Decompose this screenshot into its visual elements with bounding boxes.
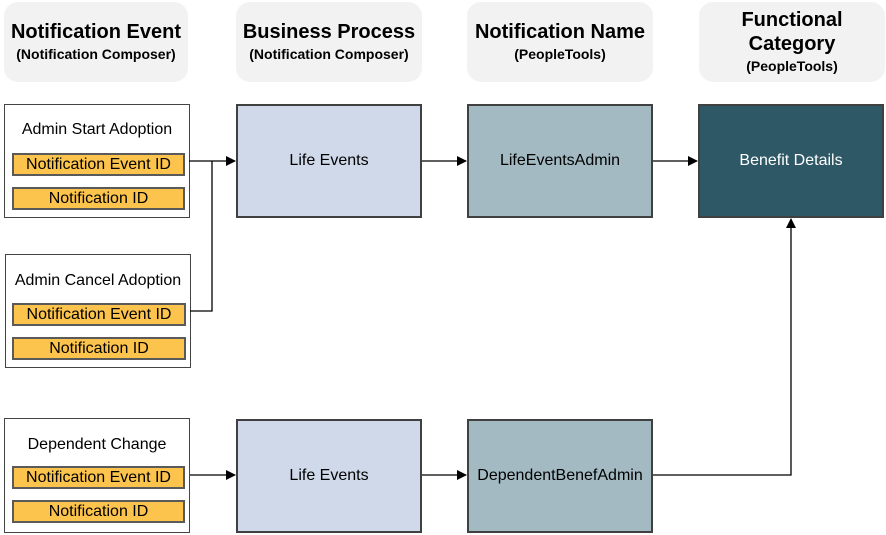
header-business-process: Business Process (Notification Composer) [236,2,422,82]
notification-id-field: Notification ID [12,337,186,360]
header-notification-name: Notification Name (PeopleTools) [467,2,653,82]
header-title: Notification Event [10,21,181,43]
header-title: Functional Category [741,9,843,55]
notification-id-field: Notification ID [12,187,185,210]
event-admin-start-adoption: Admin Start Adoption Notification Event … [4,104,190,218]
business-process-life-events: Life Events [236,419,422,533]
event-title: Admin Cancel Adoption [14,272,182,289]
event-title: Dependent Change [27,436,167,453]
notification-event-id-field: Notification Event ID [12,153,185,176]
header-title: Notification Name [474,21,646,43]
header-subtitle: (Notification Composer) [249,46,409,62]
header-functional-category: Functional Category (PeopleTools) [699,2,885,82]
functional-category-benefit-details: Benefit Details [698,104,884,218]
notification-name-dependent-benef-admin: DependentBenefAdmin [467,419,653,533]
connector-nn2-to-fc [653,218,796,476]
business-process-life-events: Life Events [236,104,422,218]
header-title: Business Process [242,21,416,43]
event-title: Admin Start Adoption [21,121,173,138]
header-subtitle: (PeopleTools) [746,58,838,74]
event-admin-cancel-adoption: Admin Cancel Adoption Notification Event… [5,254,191,368]
notification-id-field: Notification ID [12,500,185,523]
header-notification-event: Notification Event (Notification Compose… [4,2,188,82]
notification-event-id-field: Notification Event ID [12,466,185,489]
notification-event-id-field: Notification Event ID [12,303,186,326]
notification-name-life-events-admin: LifeEventsAdmin [467,104,653,218]
event-dependent-change: Dependent Change Notification Event ID N… [4,418,190,533]
connector-event2-to-bp1 [190,161,213,312]
header-subtitle: (PeopleTools) [514,46,606,62]
header-subtitle: (Notification Composer) [16,46,176,62]
